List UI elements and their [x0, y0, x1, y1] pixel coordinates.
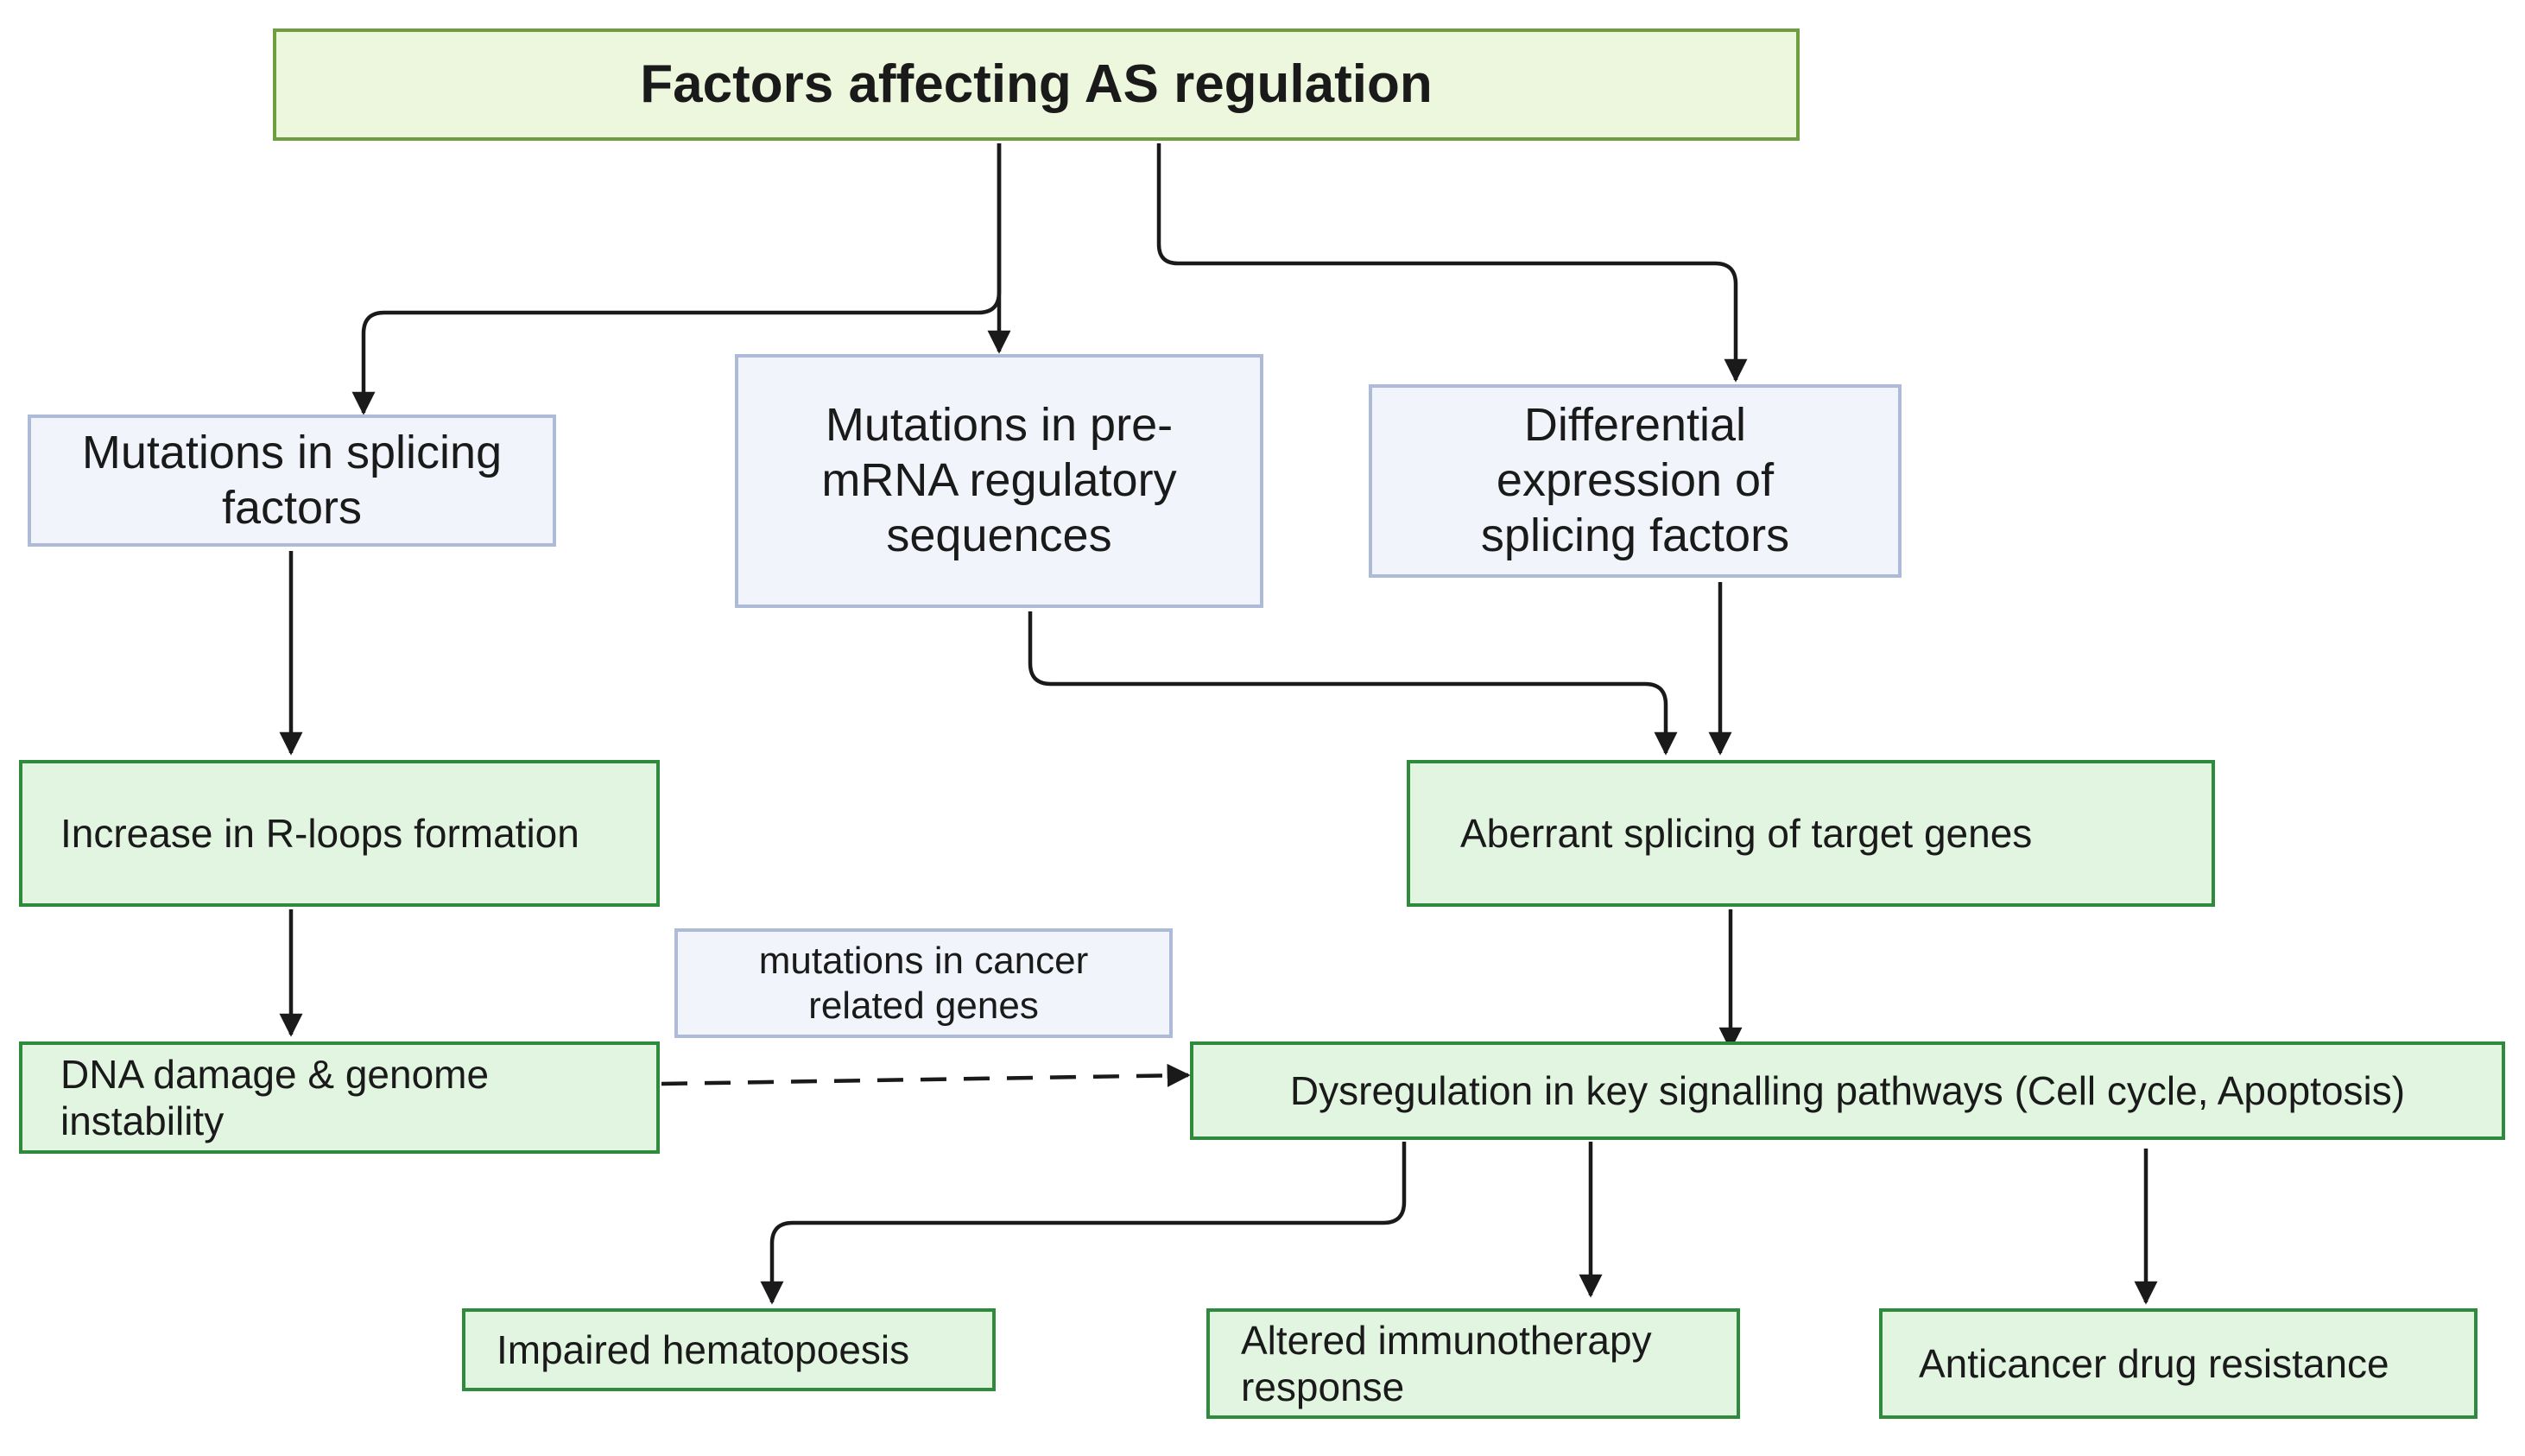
arrow-dna-damage-to-dysregulation	[661, 1063, 1191, 1087]
outcome-hematopoesis: Impaired hematopoesis	[462, 1308, 996, 1391]
effect-rloops: Increase in R-loops formation	[19, 760, 660, 907]
arrow-dysregulation-to-hematopoesis	[760, 1142, 1407, 1305]
title-box: Factors affecting AS regulation	[273, 28, 1800, 141]
note-cancer-gene-mutations: mutations in cancer related genes	[674, 928, 1173, 1038]
cause-differential-expression: Differential expression of splicing fact…	[1369, 384, 1902, 578]
effect-dysregulation: Dysregulation in key signalling pathways…	[1190, 1041, 2505, 1140]
effect-dna-damage: DNA damage & genome instability	[19, 1041, 660, 1154]
outcome-drug-resistance: Anticancer drug resistance	[1879, 1308, 2478, 1419]
arrow-premrna-mutations-to-aberrant-splicing	[1028, 611, 1678, 756]
effect-aberrant-splicing: Aberrant splicing of target genes	[1407, 760, 2215, 907]
cause-splicing-factor-mutations: Mutations in splicing factors	[28, 415, 556, 547]
outcome-immunotherapy: Altered immunotherapy response	[1206, 1308, 1740, 1419]
arrow-title-to-differential-expression	[1156, 143, 1748, 383]
cause-premrna-mutations: Mutations in pre- mRNA regulatory sequen…	[735, 354, 1263, 608]
